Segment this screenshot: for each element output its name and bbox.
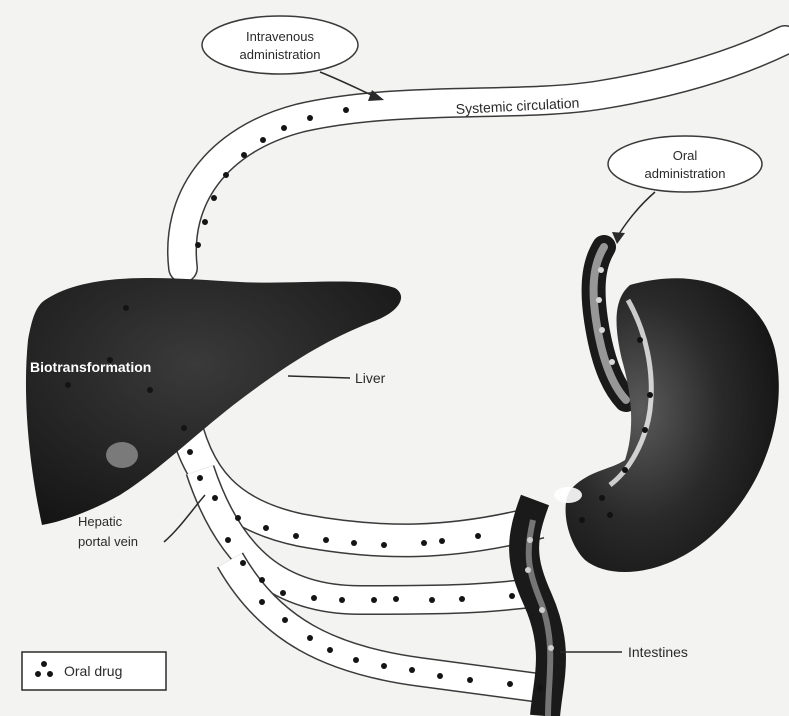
iv-label-line2: administration — [240, 47, 321, 62]
drug-dot — [381, 542, 387, 548]
drug-dot — [195, 242, 201, 248]
iv-label-line1: Intravenous — [246, 29, 314, 44]
drug-dot — [607, 512, 613, 518]
intestines-label: Intestines — [628, 644, 688, 660]
drug-dot — [537, 685, 543, 691]
liver-leader-line — [288, 376, 350, 378]
liver-label: Liver — [355, 370, 386, 386]
drug-dot — [467, 677, 473, 683]
drug-dot — [596, 297, 602, 303]
drug-dot — [235, 515, 241, 521]
drug-dot — [282, 617, 288, 623]
drug-dot — [323, 537, 329, 543]
drug-dot — [293, 533, 299, 539]
drug-dot — [351, 540, 357, 546]
gallbladder — [106, 442, 138, 468]
drug-dot — [211, 195, 217, 201]
hepatic-label-line2: portal vein — [78, 534, 138, 549]
drug-dot — [260, 137, 266, 143]
drug-dot — [548, 645, 554, 651]
drug-dot — [327, 647, 333, 653]
drug-dot — [507, 681, 513, 687]
drug-dot — [225, 537, 231, 543]
drug-dot — [123, 305, 129, 311]
drug-dot — [381, 663, 387, 669]
drug-dot — [421, 540, 427, 546]
drug-dot — [459, 596, 465, 602]
drug-dot — [223, 172, 229, 178]
drug-dot — [212, 495, 218, 501]
drug-dot — [393, 596, 399, 602]
drug-dot — [509, 593, 515, 599]
drug-dot — [525, 567, 531, 573]
hepatic-portal-vein — [182, 408, 555, 690]
oral-label-line2: administration — [645, 166, 726, 181]
drug-dot — [263, 525, 269, 531]
drug-dot — [259, 577, 265, 583]
drug-dot — [609, 359, 615, 365]
drug-dot — [642, 427, 648, 433]
drug-dot — [409, 667, 415, 673]
drug-dot — [147, 387, 153, 393]
drug-dot — [311, 595, 317, 601]
hepatic-leader-line — [164, 495, 205, 542]
drug-dot — [181, 425, 187, 431]
drug-dot — [202, 219, 208, 225]
drug-dot — [439, 538, 445, 544]
drug-dot — [622, 467, 628, 473]
drug-dot — [539, 607, 545, 613]
drug-dot — [599, 327, 605, 333]
drug-dot — [475, 533, 481, 539]
drug-dot — [579, 517, 585, 523]
biotransformation-label: Biotransformation — [30, 359, 151, 375]
drug-dot — [599, 495, 605, 501]
drug-dot — [598, 267, 604, 273]
drug-dot — [307, 115, 313, 121]
legend: Oral drug — [22, 652, 166, 690]
drug-dot — [647, 392, 653, 398]
drug-dot — [637, 337, 643, 343]
drug-dot — [197, 475, 203, 481]
drug-dot — [339, 597, 345, 603]
drug-dot — [371, 597, 377, 603]
legend-oral-drug-label: Oral drug — [64, 663, 122, 679]
drug-dot — [307, 635, 313, 641]
oral-callout: Oral administration — [608, 136, 762, 244]
hepatic-label-line1: Hepatic — [78, 514, 123, 529]
drug-dot — [280, 590, 286, 596]
drug-dot — [259, 599, 265, 605]
drug-dot — [240, 560, 246, 566]
oral-label-line1: Oral — [673, 148, 698, 163]
intravenous-callout: Intravenous administration — [202, 16, 384, 101]
drug-dot — [241, 152, 247, 158]
drug-dot — [429, 597, 435, 603]
drug-dot — [65, 382, 71, 388]
drug-dot — [281, 125, 287, 131]
drug-dot — [437, 673, 443, 679]
drug-dot — [187, 449, 193, 455]
drug-dot — [353, 657, 359, 663]
drug-dot — [343, 107, 349, 113]
drug-dot — [527, 537, 533, 543]
